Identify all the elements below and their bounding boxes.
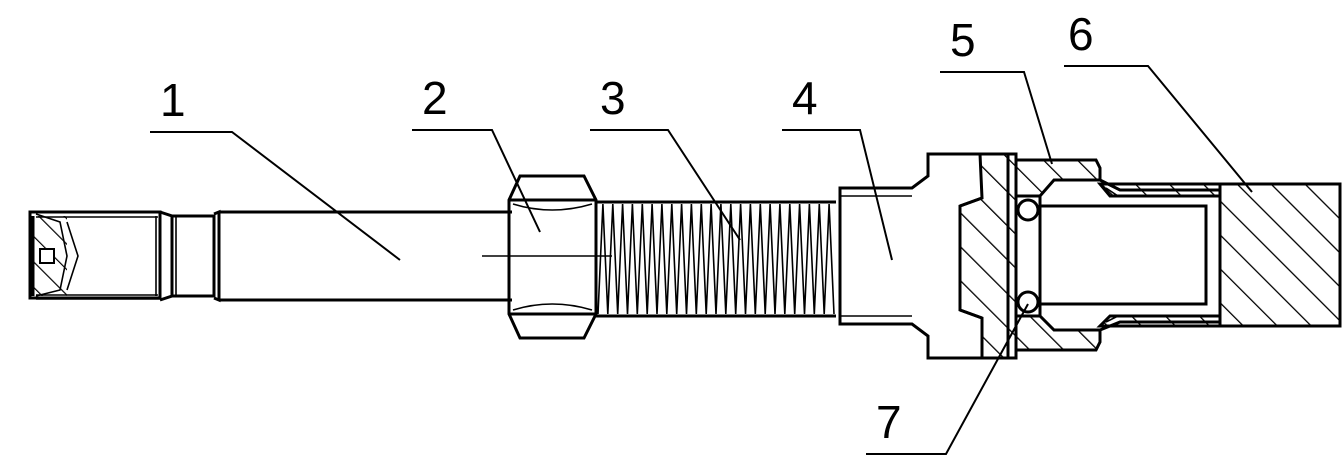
label-part-1: 1	[160, 74, 186, 126]
part-7-balls	[1016, 198, 1040, 314]
part-labels: 1 2 3 4 5 6 7	[160, 8, 1094, 448]
label-part-7: 7	[876, 396, 902, 448]
label-part-2: 2	[422, 72, 448, 124]
leader-7	[866, 303, 1029, 455]
part-6-housing	[1096, 182, 1342, 328]
part-4-sleeve	[838, 152, 1018, 360]
part-3-spring	[596, 200, 836, 318]
label-part-6: 6	[1068, 8, 1094, 60]
leader-3	[590, 129, 741, 241]
leader-2	[412, 129, 541, 233]
leader-5	[940, 71, 1053, 165]
leader-4	[782, 129, 893, 261]
part-2-hex-nut	[507, 174, 598, 340]
leader-lines	[150, 65, 1253, 455]
label-part-5: 5	[950, 14, 976, 66]
label-part-4: 4	[792, 72, 818, 124]
label-part-3: 3	[600, 72, 626, 124]
leader-1	[150, 131, 401, 261]
part-1-shaft	[28, 209, 612, 303]
leader-6	[1064, 65, 1253, 193]
